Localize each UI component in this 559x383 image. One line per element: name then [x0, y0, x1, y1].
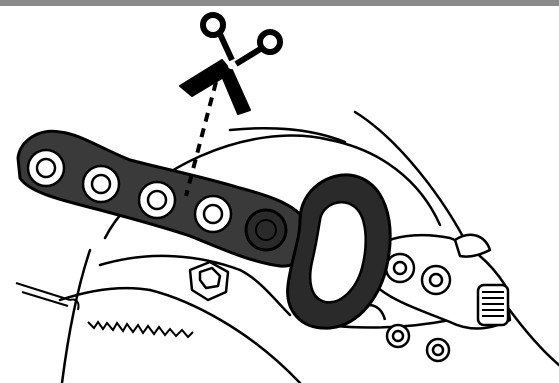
adjuster-strap [18, 131, 311, 266]
jagged-edge [88, 322, 193, 337]
scissors-icon [180, 15, 280, 114]
bracket [190, 262, 228, 300]
